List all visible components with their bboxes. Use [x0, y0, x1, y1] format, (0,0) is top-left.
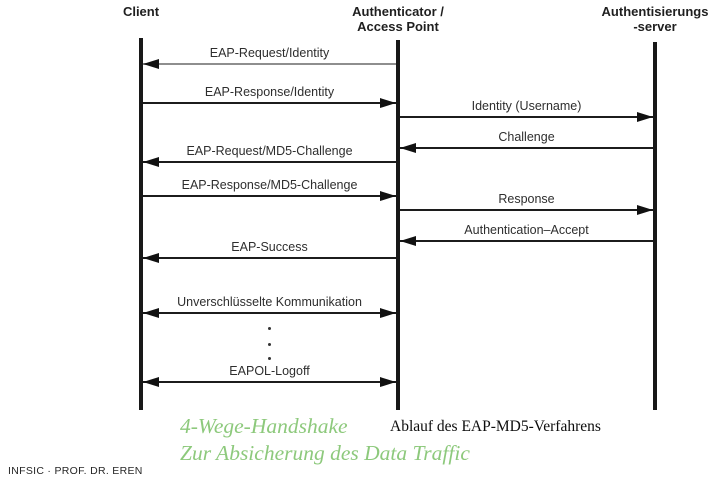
arrowhead-right [637, 112, 653, 122]
arrowhead-right [637, 205, 653, 215]
actor-label-line: Authentisierungs [601, 4, 709, 19]
actor-label-line: Authenticator / [352, 4, 444, 19]
arrowhead-left [400, 236, 416, 246]
arrowhead-left [143, 377, 159, 387]
arrowhead-right [380, 191, 396, 201]
message-label: EAPOL-Logoff [229, 364, 310, 378]
actor-label-line: Access Point [357, 18, 439, 34]
message-label: Authentication–Accept [464, 223, 589, 237]
message-label: Unverschlüsselte Kommunikation [177, 295, 362, 309]
actor-label-server: Authentisierungs-server [601, 4, 709, 34]
actor-label-authenticator: Authenticator /Access Point [352, 4, 444, 34]
message-label: EAP-Success [231, 240, 308, 254]
message-line [400, 209, 653, 211]
message-line [143, 63, 396, 65]
ellipsis-dot [268, 357, 271, 360]
handwritten-note-line1: 4-Wege-Handshake [180, 414, 348, 438]
arrowhead-left [143, 157, 159, 167]
message-line [143, 195, 396, 197]
message-line [400, 240, 653, 242]
message-label: Challenge [498, 130, 555, 144]
lifeline-authenticator [396, 40, 400, 410]
message-label: EAP-Request/Identity [209, 46, 330, 60]
arrowhead-left [143, 253, 159, 263]
ellipsis-dot [268, 327, 271, 330]
actor-label-line: Client [122, 4, 160, 19]
ellipsis-dot [268, 343, 271, 346]
message-line [143, 381, 396, 383]
message-line [143, 257, 396, 259]
message-label: EAP-Request/MD5-Challenge [186, 144, 353, 158]
figure-caption: Ablauf des EAP-MD5-Verfahrens [390, 418, 601, 435]
message-label: EAP-Response/MD5-Challenge [181, 178, 358, 192]
message-line [400, 116, 653, 118]
message-label: Identity (Username) [471, 99, 582, 113]
message-line [143, 161, 396, 163]
handwritten-note-line2: Zur Absicherung des Data Traffic [180, 441, 470, 465]
footer-credit: INFSIC · PROF. DR. EREN [8, 465, 143, 477]
arrowhead-right [380, 308, 396, 318]
arrowhead-left [143, 308, 159, 318]
arrowhead-left [143, 59, 159, 69]
message-line [143, 312, 396, 314]
actor-label-line: -server [633, 18, 677, 34]
arrowhead-right [380, 98, 396, 108]
message-line [400, 147, 653, 149]
message-line [143, 102, 396, 104]
lifeline-client [139, 38, 143, 410]
lifeline-server [653, 42, 657, 410]
message-label: EAP-Response/Identity [204, 85, 335, 99]
message-label: Response [498, 192, 555, 206]
actor-label-client: Client [122, 4, 160, 20]
arrowhead-left [400, 143, 416, 153]
arrowhead-right [380, 377, 396, 387]
